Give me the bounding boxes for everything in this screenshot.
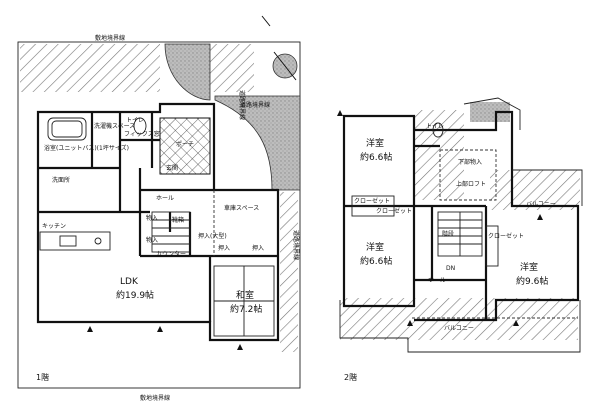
kitchen-counter [39,231,111,251]
floor-2-label: 2階 [344,372,357,382]
closet-b [351,205,395,217]
boundary-mid-label: 道路境界線 [240,101,270,109]
boundary-right-top-label: 道路境界線 [238,90,246,120]
window-marks-2f [337,110,543,326]
storage-label-1: 物入 [146,214,158,222]
balcony-bottom-label: バルコニー [444,325,474,332]
boundary-top-label: 敷地境界線 [95,34,125,42]
laundry-space-label: 洗濯機スペース [94,122,135,130]
stairs-1f [151,211,191,253]
yard-hatch [20,44,160,92]
entrance-tiles [159,117,211,175]
compass-icon [261,15,298,81]
balcony-hatch-top [490,170,580,210]
side-strip [280,192,298,352]
oshiire-large-label: 押入(大型) [198,232,227,240]
balcony-top-label: バルコニー [526,201,556,208]
road-curve [164,43,211,101]
stairs-label: 階段 [442,230,454,238]
tatami [213,265,275,337]
youshitsu-a-size: 約6.6帖 [360,151,392,163]
youshitsu-b-label: 洋室 [366,241,384,253]
house-outline-1f [36,102,280,342]
hall-label: ホール [156,195,174,202]
sink [59,235,77,247]
roof-hatch-2 [470,102,510,122]
youshitsu-a-label: 洋室 [366,137,384,149]
parking-label: 車庫スペース [224,204,259,212]
house-outline-2f [342,114,416,308]
bathtub-inner [51,120,83,138]
toilet-2f-label: トイレ [426,123,444,130]
toilet-window-label: フィックス窓 [124,130,160,138]
boundary-right-side-label: 道路境界線 [292,230,300,260]
counter-label: カウンター [156,250,186,258]
stove [94,237,102,245]
floor-2: 2階 洋室 約6.6帖 洋室 約6.6帖 洋室 約9.6帖 トイレ クローゼット… [337,97,583,382]
window-marks-1f [87,326,243,350]
youshitsu-b-size: 約6.6帖 [360,255,392,267]
down-label: DN [446,265,455,272]
storage-under-label: 下部物入 [458,158,482,166]
closet-a-label: クローゼット [354,197,390,205]
balcony-outline [339,300,581,353]
washitsu-label: 和室 [236,289,254,301]
roof-outline [463,97,521,130]
closet-c-label: クローゼット [488,232,524,240]
toilet-label: トイレ [126,117,144,124]
youshitsu-c-size: 約9.6帖 [516,275,548,287]
house-outline-2f-right [414,110,580,322]
floor-1-label: 1階 [36,372,49,382]
ldk-size-label: 約19.9帖 [116,289,154,301]
oshiire-label-1: 押入 [218,244,230,252]
boundary-bottom-label: 敷地境界線 [140,394,170,402]
entrance-label: 玄関 [166,164,178,172]
site-boundary [17,41,301,389]
balcony-outline-top [512,169,583,206]
washitsu-size-label: 約7.2帖 [230,303,262,315]
youshitsu-c-label: 洋室 [520,261,538,273]
storage-label-2: 物入 [146,236,158,244]
road-curve-right [214,95,301,191]
oshiire-label-2: 押入 [252,244,264,252]
bathtub [47,117,87,141]
shoe-cabinet-label: 靴箱 [172,216,184,224]
roof-hatch [414,110,464,200]
closet-b-label: クローゼット [376,207,412,215]
bathroom-label: 浴室(ユニットバス)(1坪サイズ) [44,144,129,152]
porch-label: ポーチ [176,140,194,148]
stairs-2f [437,211,483,257]
hall-2f-label: ホール [428,277,446,284]
loft-label: 上部ロフト [456,180,486,188]
toilet-fixture [133,117,147,135]
yard-hatch-right [206,44,254,92]
interior-walls-1f [38,112,278,322]
closet-c [485,225,499,267]
ldk-label: LDK [120,277,139,287]
washroom-label: 洗面所 [52,176,70,184]
kitchen-label: キッチン [42,223,66,230]
toilet-fixture-2f [432,122,444,138]
loft-dash [439,149,497,201]
floor-1: 敷地境界線 道路境界線 道路境界線 道路境界線 敷地境界線 1階 浴室(ユニット… [17,34,301,402]
